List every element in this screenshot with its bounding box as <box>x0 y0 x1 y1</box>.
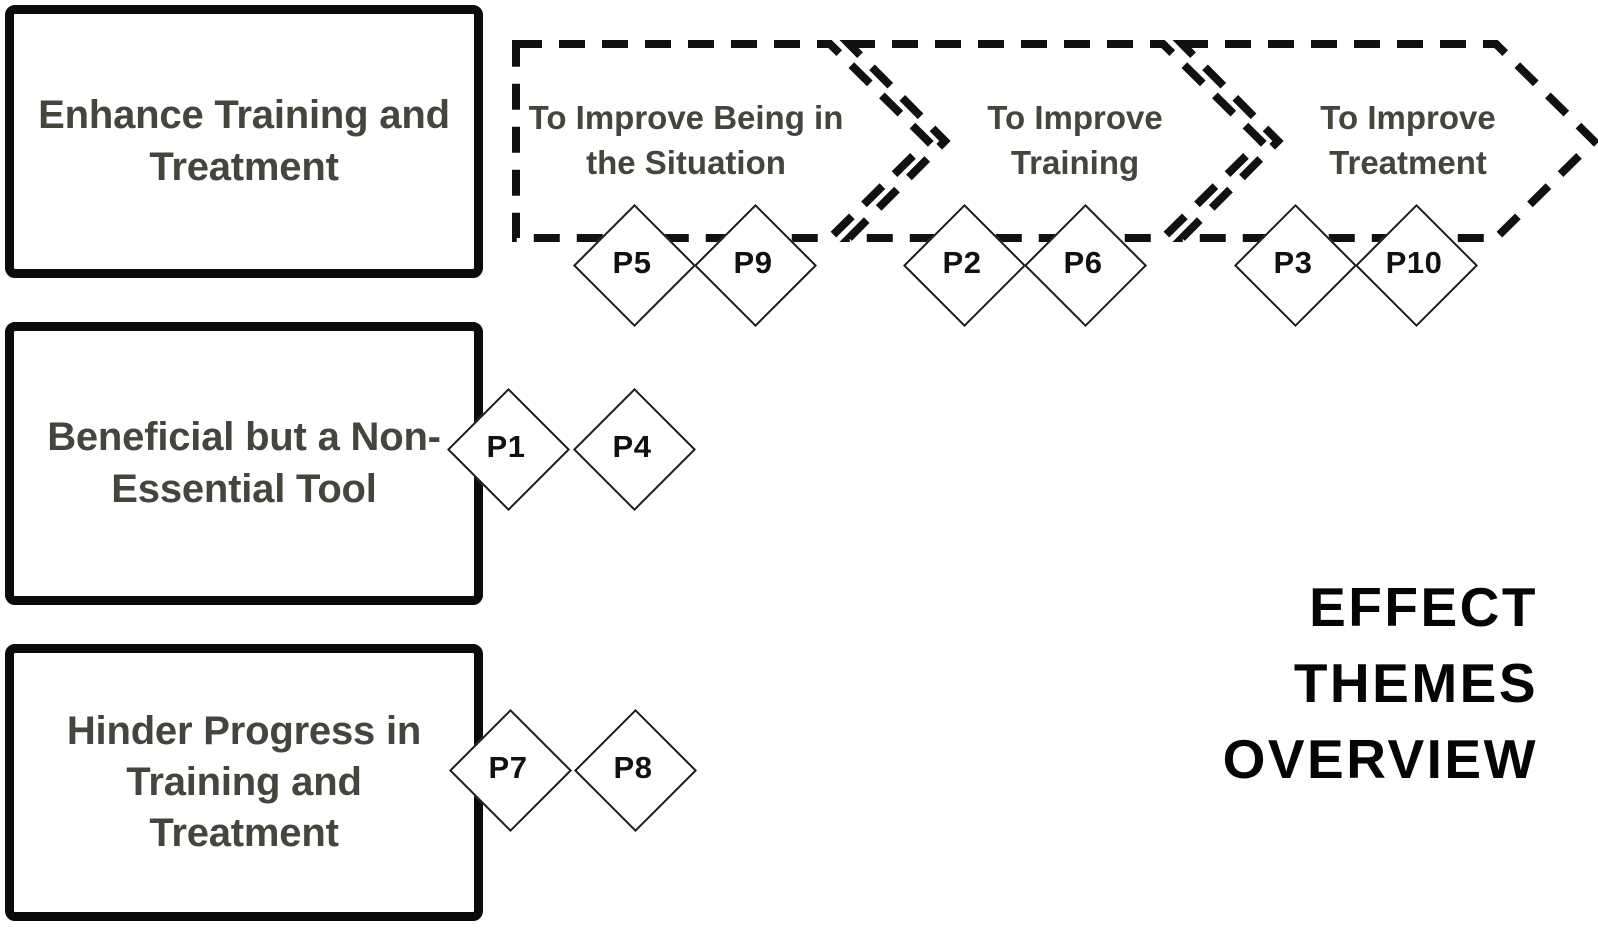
participant-diamond-p9: P9 <box>693 203 817 327</box>
participant-diamond-p3: P3 <box>1233 203 1357 327</box>
participant-diamond-p8: P8 <box>573 708 697 832</box>
theme-box-beneficial: Beneficial but a Non-Essential Tool <box>5 322 483 605</box>
participant-diamond-p7: P7 <box>448 708 572 832</box>
participant-label: P2 <box>942 245 982 280</box>
participant-diamond-p1: P1 <box>446 387 570 511</box>
participant-diamond-p2: P2 <box>902 203 1026 327</box>
theme-box-hinder: Hinder Progress in Training and Treatmen… <box>5 644 483 921</box>
participant-label: P3 <box>1273 245 1313 280</box>
participant-label: P6 <box>1063 245 1103 280</box>
figure-caption: EFFECT THEMES OVERVIEW <box>1078 570 1538 798</box>
participant-label: P9 <box>733 245 773 280</box>
participant-diamond-p4: P4 <box>572 387 696 511</box>
participant-diamond-p10: P10 <box>1354 203 1478 327</box>
participant-label: P5 <box>612 245 652 280</box>
theme-label-beneficial: Beneficial but a Non-Essential Tool <box>47 415 441 511</box>
theme-label-enhance: Enhance Training and Treatment <box>38 93 450 189</box>
participant-label: P7 <box>488 750 528 785</box>
chevron-shape-training <box>839 40 1267 242</box>
chevron-shape-treatment <box>1172 40 1598 242</box>
participant-diamond-p6: P6 <box>1023 203 1147 327</box>
participant-diamond-p5: P5 <box>572 203 696 327</box>
participant-label: P8 <box>613 750 653 785</box>
caption-line-1: EFFECT <box>1309 576 1538 638</box>
theme-box-enhance: Enhance Training and Treatment <box>5 5 483 278</box>
chevron-shape-situation <box>512 40 934 242</box>
theme-label-hinder: Hinder Progress in Training and Treatmen… <box>66 708 422 856</box>
participant-label: P1 <box>486 429 526 464</box>
participant-label: P4 <box>612 429 652 464</box>
participant-label: P10 <box>1385 245 1443 280</box>
caption-line-2: THEMES <box>1293 651 1538 714</box>
caption-line-3: OVERVIEW <box>1222 727 1538 790</box>
